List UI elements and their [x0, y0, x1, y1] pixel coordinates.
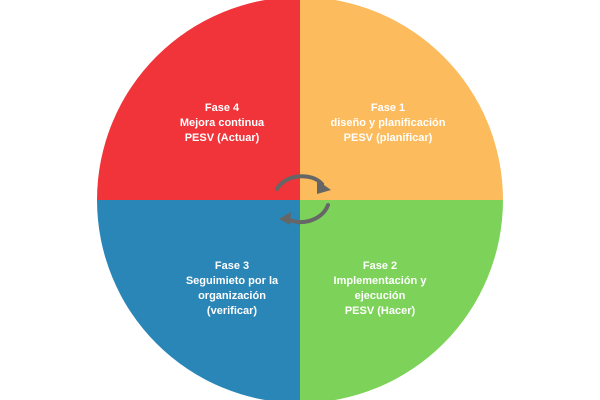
phase3-line3: (verificar) [206, 305, 258, 317]
phase3-label: Fase 3 Seguimieto por la organización (v… [142, 259, 322, 319]
quadrant-phase3 [97, 200, 300, 400]
phase2-label: Fase 2 Implementación y ejecución PESV (… [290, 259, 470, 319]
phase1-line1: diseño y planificación [330, 117, 446, 129]
phase4-line1: Mejora continua [179, 117, 265, 129]
phase3-line2: organización [198, 290, 266, 302]
phase1-label: Fase 1 diseño y planificación PESV (plan… [298, 101, 478, 146]
cycle-arrows-icon [275, 174, 331, 225]
quadrant-phase1 [300, 0, 503, 200]
phase1-line2: PESV (planificar) [343, 132, 433, 144]
phase3-title: Fase 3 [214, 260, 250, 272]
quadrant-phase2 [300, 200, 503, 400]
phase1-title: Fase 1 [370, 102, 406, 114]
phase2-line1: Implementación y [333, 275, 427, 287]
quadrant-phase4 [97, 0, 300, 200]
phase4-title: Fase 4 [204, 102, 240, 114]
phase4-line2: PESV (Actuar) [184, 132, 260, 144]
phase3-line1: Seguimieto por la [185, 275, 279, 287]
phase2-line3: PESV (Hacer) [344, 305, 416, 317]
phase2-title: Fase 2 [362, 260, 398, 272]
phase2-line2: ejecución [354, 290, 406, 302]
phase4-label: Fase 4 Mejora continua PESV (Actuar) [132, 101, 312, 146]
